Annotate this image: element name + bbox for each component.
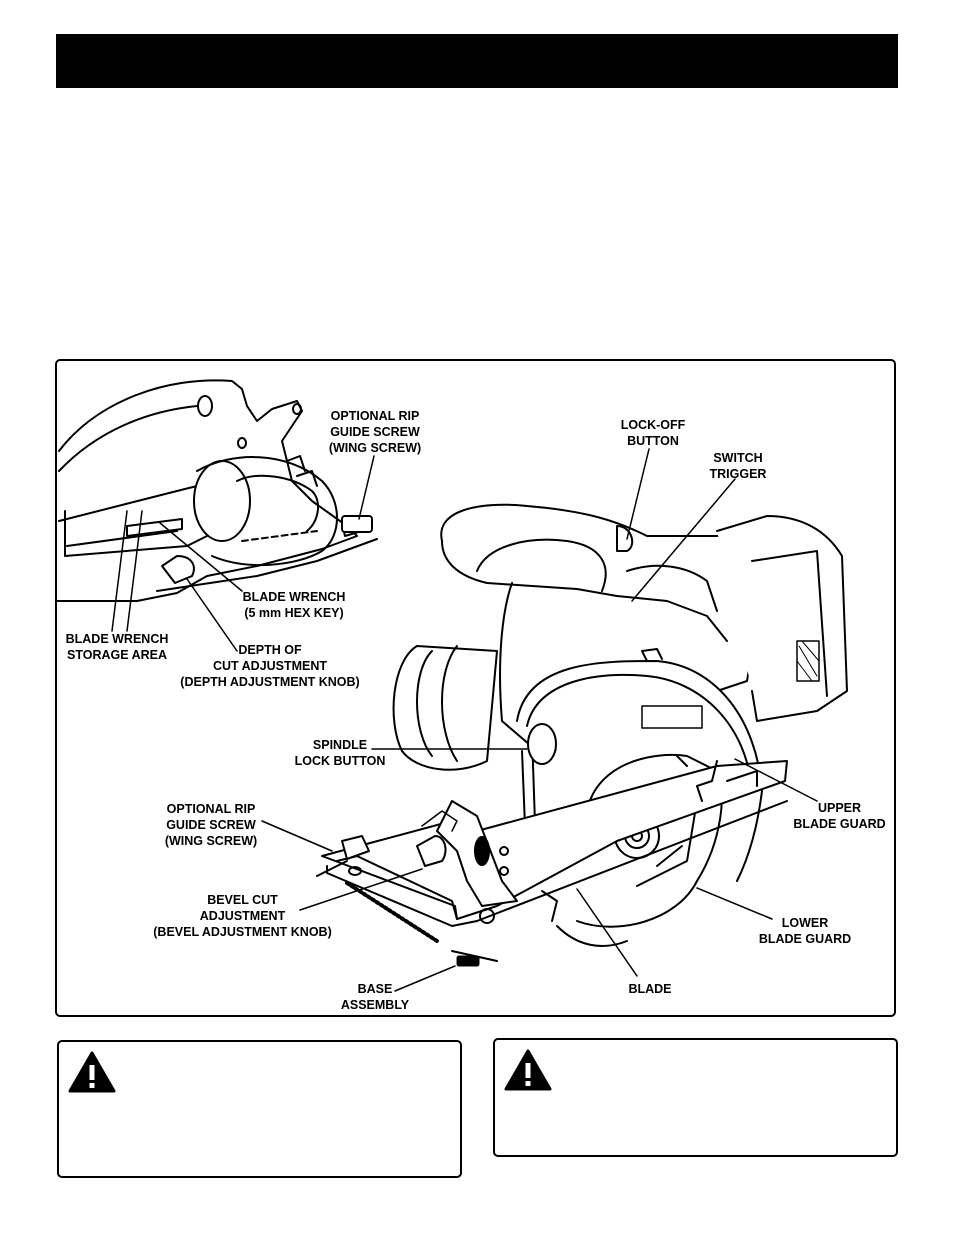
leader-lines bbox=[111, 448, 818, 992]
main-saw-drawing bbox=[316, 503, 848, 967]
label-blade: BLADE bbox=[628, 982, 672, 996]
warning-box-left bbox=[57, 1040, 462, 1178]
warning-triangle-icon bbox=[68, 1051, 116, 1093]
label-blade-wrench: BLADE WRENCH(5 mm HEX KEY) bbox=[242, 590, 346, 620]
warning-triangle-icon bbox=[504, 1049, 552, 1091]
warning-box-right bbox=[493, 1038, 898, 1157]
header-bar bbox=[56, 34, 898, 88]
inset-detail-drawing bbox=[57, 379, 378, 602]
saw-illustration bbox=[57, 379, 848, 992]
